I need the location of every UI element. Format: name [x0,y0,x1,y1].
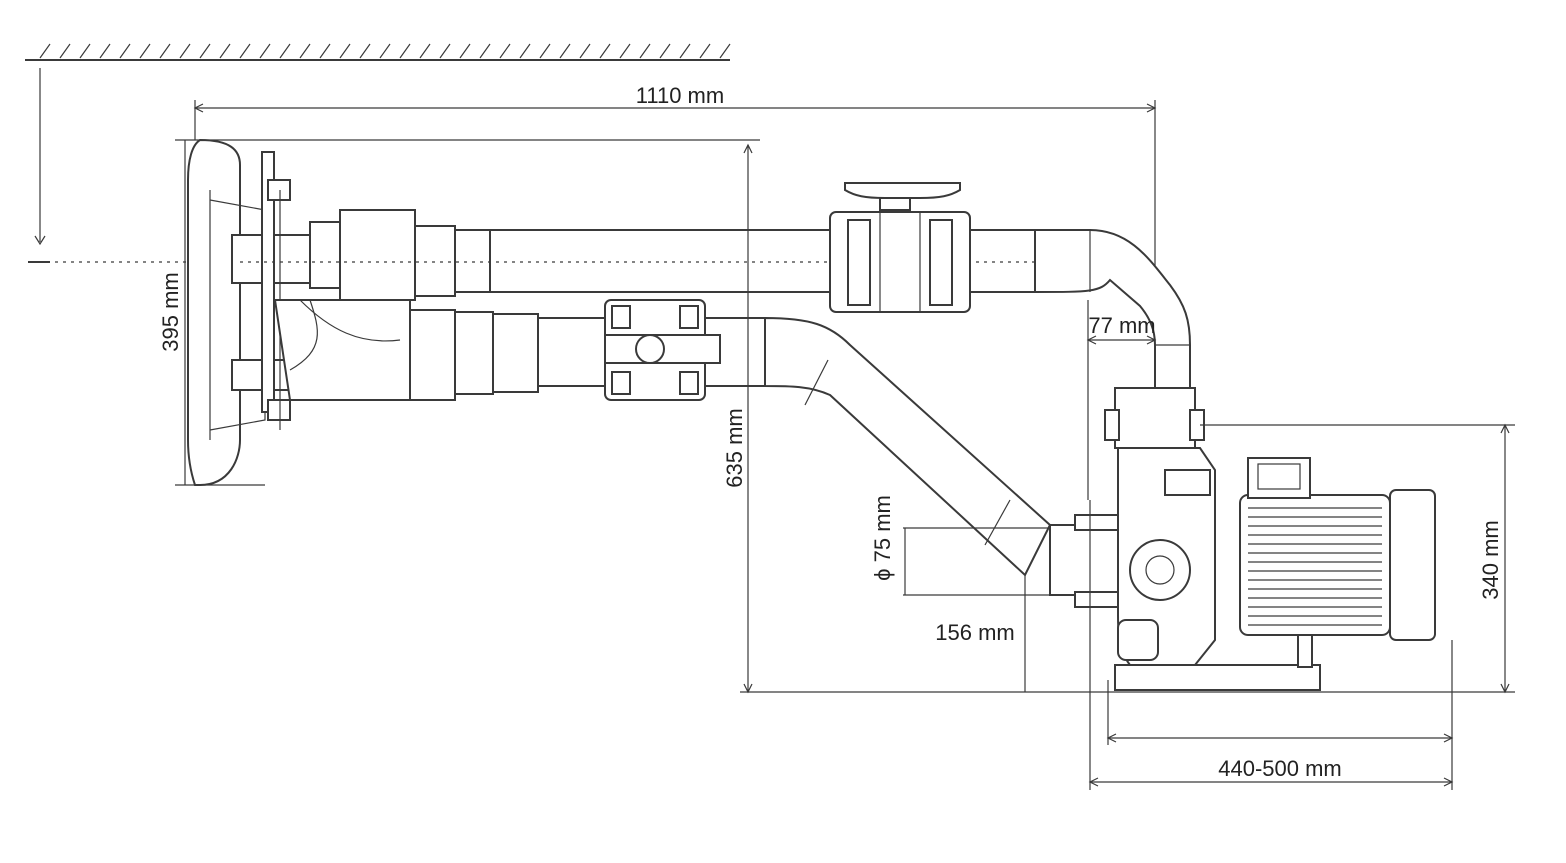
hatch-mark [339,43,351,59]
hatch-mark [99,43,111,59]
hatch-mark [579,43,591,59]
electric-motor [1239,457,1436,641]
hatch-mark [219,43,231,59]
hatch-mark [599,43,611,59]
hatch-mark [399,43,411,59]
suction-diagonal-pipe [764,316,1052,577]
hatch-mark [139,43,151,59]
water-level-hatch [25,43,731,61]
hatch-mark [699,43,711,59]
hatch-mark [659,43,671,59]
nozzle-height-label: 395 mm [158,272,183,351]
pump-height-label: 340 mm [1478,520,1503,599]
pump-base [1114,634,1321,691]
pump-housing [1104,387,1216,666]
hatch-mark [379,43,391,59]
hatch-mark [719,43,731,59]
hatch-mark [539,43,551,59]
pump-length-dimension [1088,500,1454,790]
nozzle-height-dimension [175,139,760,486]
suction-height-label: 635 mm [722,408,747,487]
hatch-mark [559,43,571,59]
lower-pipe-assembly [273,299,765,401]
upper-ball-valve [829,182,1035,313]
hatch-mark [459,43,471,59]
hatch-mark [519,43,531,59]
hatch-mark [679,43,691,59]
hatch-mark [479,43,491,59]
elbow-offset-dimension [1086,300,1157,500]
hatch-mark [259,43,271,59]
overall-length-label: 1110 mm [636,83,724,108]
elbow-offset-label: 77 mm [1088,313,1155,338]
hatch-mark [419,43,431,59]
pump-height-dimension [1200,423,1515,694]
hatch-mark [159,43,171,59]
hatch-mark [279,43,291,59]
pipe-diameter-label: ϕ 75 mm [870,495,895,581]
hatch-mark [299,43,311,59]
hatch-mark [639,43,651,59]
lower-ball-valve [604,299,721,401]
hatch-mark [359,43,371,59]
hatch-mark [439,43,451,59]
hatch-mark [499,43,511,59]
hatch-mark [199,43,211,59]
pump-suction-port [1049,514,1121,608]
hatch-mark [239,43,251,59]
hatch-mark [179,43,191,59]
suction-offset-label: 156 mm [935,620,1014,645]
hatch-mark [119,43,131,59]
hatch-mark [79,43,91,59]
hatch-mark [619,43,631,59]
depth-dimension-line [28,68,200,263]
hatch-mark [59,43,71,59]
upper-pipe-assembly [240,209,1150,301]
discharge-elbow [1034,229,1191,396]
hatch-mark [39,43,51,59]
hatch-mark [319,43,331,59]
pump-length-label: 440-500 mm [1218,756,1342,781]
suction-height-dimension [740,143,1515,694]
